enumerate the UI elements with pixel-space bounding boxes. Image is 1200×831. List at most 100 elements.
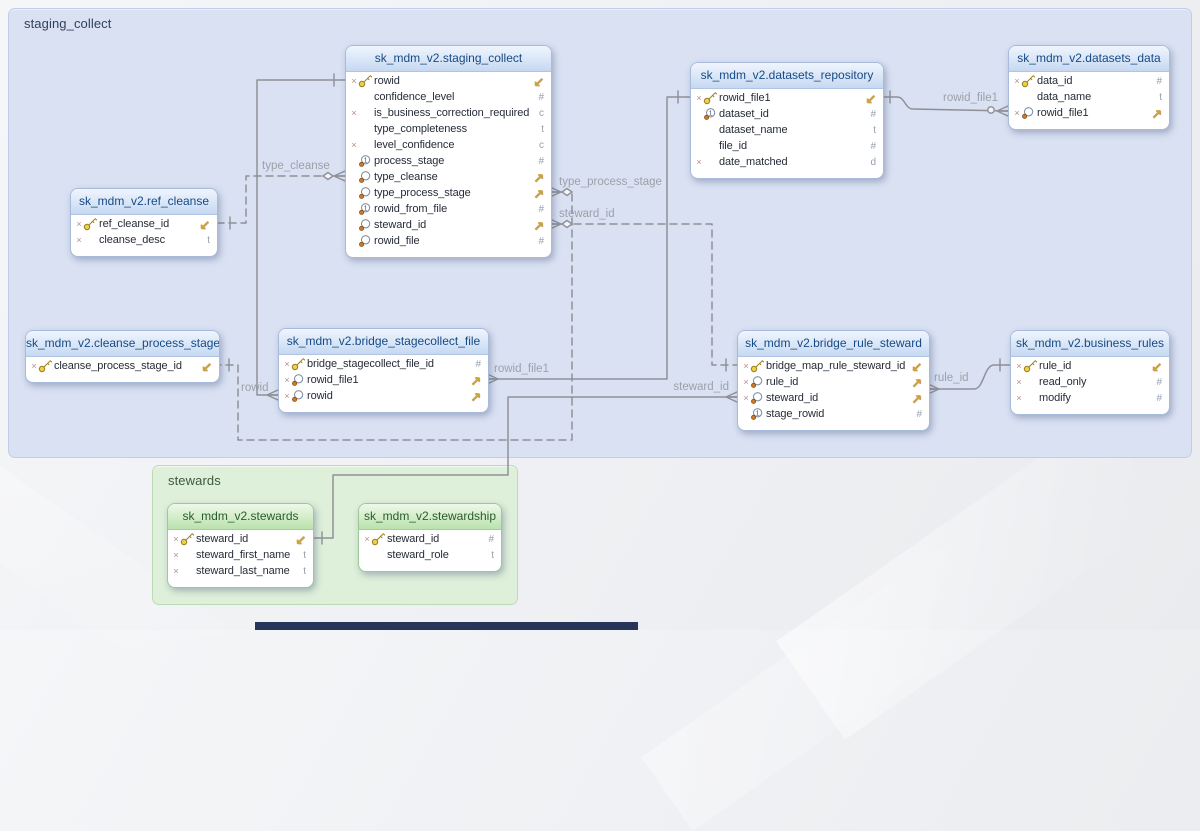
table-stewards[interactable]: sk_mdm_v2.stewards × steward_id ↙×steward_f… (167, 503, 314, 588)
no-icon (1021, 90, 1037, 104)
column-row[interactable]: rowid_file# (346, 233, 551, 249)
table-staging_collect[interactable]: sk_mdm_v2.staging_collect×rowid↙confiden… (345, 45, 552, 258)
column-row[interactable]: ×bridge_stagecollect_file_id# (279, 356, 488, 372)
table-stewardship[interactable]: sk_mdm_v2.stewardship×steward_id#steward… (358, 503, 502, 572)
table-title[interactable]: sk_mdm_v2.stewardship (359, 504, 501, 530)
bottom-edge-bar (255, 622, 638, 630)
table-title[interactable]: sk_mdm_v2.datasets_repository (691, 63, 883, 89)
table-bridge_stagecollect_file[interactable]: sk_mdm_v2.bridge_stagecollect_file×bridg… (278, 328, 489, 413)
column-row[interactable]: file_id # (691, 138, 883, 154)
column-row[interactable]: ×rowid_file1↗ (279, 372, 488, 388)
column-type: c (539, 139, 544, 151)
column-row[interactable]: type_cleanse↗ (346, 169, 551, 185)
table-title[interactable]: sk_mdm_v2.bridge_rule_steward (738, 331, 929, 357)
table-title[interactable]: sk_mdm_v2.business_rules (1011, 331, 1169, 357)
column-name: file_id (719, 140, 748, 152)
fk-circle-icon (750, 375, 766, 389)
relationship-line[interactable] (311, 396, 738, 539)
column-type: # (870, 140, 876, 152)
column-type: t (541, 123, 544, 135)
diamond-marker (560, 187, 574, 197)
column-row[interactable]: ×read_only# (1011, 374, 1169, 390)
column-type: # (538, 235, 544, 247)
key-icon (38, 359, 54, 373)
column-row[interactable]: ×bridge_map_rule_steward_id↙ (738, 358, 929, 374)
column-row[interactable]: ×data_id# (1009, 73, 1169, 89)
table-title[interactable]: sk_mdm_v2.datasets_data (1009, 46, 1169, 72)
table-title[interactable]: sk_mdm_v2.stewards (168, 504, 313, 530)
svg-text:1: 1 (709, 110, 713, 117)
column-row[interactable]: ×ref_cleanse_id↙ (71, 216, 217, 232)
column-name: steward_role (387, 549, 449, 561)
table-datasets_data[interactable]: sk_mdm_v2.datasets_data×data_id#data_nam… (1008, 45, 1170, 130)
fk-arrow-icon: ↗ (470, 388, 481, 404)
relationship-line[interactable] (215, 175, 346, 224)
table-title[interactable]: sk_mdm_v2.bridge_stagecollect_file (279, 329, 488, 355)
fk-circle-icon (291, 373, 307, 387)
column-row[interactable]: ×rowid_file1↙ (691, 90, 883, 106)
column-type: # (1156, 392, 1162, 404)
crow-foot-marker (333, 170, 346, 182)
column-row[interactable]: ×rowid_file1↗ (1009, 105, 1169, 121)
relationship-line[interactable] (549, 223, 738, 366)
not-null-mark: × (76, 218, 82, 229)
column-row[interactable]: ×steward_id↗ (738, 390, 929, 406)
no-icon (703, 155, 719, 169)
no-icon (180, 548, 196, 562)
table-datasets_repository[interactable]: sk_mdm_v2.datasets_repository×rowid_file… (690, 62, 884, 179)
column-row[interactable]: ×rowid↙ (346, 73, 551, 89)
column-type: # (475, 358, 481, 370)
column-name: dataset_id (719, 108, 769, 120)
relationship-label: rule_id (934, 372, 969, 384)
svg-text:1: 1 (364, 205, 368, 212)
table-title[interactable]: sk_mdm_v2.staging_collect (346, 46, 551, 72)
column-name: rowid_file1 (1037, 107, 1089, 119)
relationship-line[interactable] (881, 96, 1009, 112)
column-row[interactable]: steward_id↗ (346, 217, 551, 233)
column-row[interactable]: confidence_level# (346, 89, 551, 105)
column-name: steward_id (196, 533, 249, 545)
key-icon (1023, 359, 1039, 373)
pk-arrow-icon: ↙ (295, 531, 306, 547)
column-name: rowid_file1 (307, 374, 359, 386)
pk-arrow-icon: ↙ (911, 358, 922, 374)
column-row[interactable]: ×rowid↗ (279, 388, 488, 404)
column-row[interactable]: ×steward_id↙ (168, 531, 313, 547)
no-icon (358, 122, 374, 136)
diamond-marker (321, 171, 335, 181)
fk-circle-icon (358, 218, 374, 232)
table-title[interactable]: sk_mdm_v2.ref_cleanse (71, 189, 217, 215)
not-null-mark: × (173, 549, 179, 560)
fk-arrow-icon: ↗ (911, 390, 922, 406)
key-icon (371, 532, 387, 546)
key-icon (358, 74, 374, 88)
table-bridge_rule_steward[interactable]: sk_mdm_v2.bridge_rule_steward×bridge_map… (737, 330, 930, 431)
pk-arrow-icon: ↙ (201, 358, 212, 374)
column-row[interactable]: type_process_stage↗ (346, 185, 551, 201)
column-row[interactable]: ×steward_id# (359, 531, 501, 547)
column-row[interactable]: ×cleanse_process_stage_id↙ (26, 358, 219, 374)
table-ref_cleanse[interactable]: sk_mdm_v2.ref_cleanse×ref_cleanse_id↙×cl… (70, 188, 218, 257)
no-icon (358, 90, 374, 104)
column-row[interactable]: ×modify# (1011, 390, 1169, 406)
column-name: bridge_map_rule_steward_id (766, 360, 906, 372)
column-row[interactable]: ×rule_id↙ (1011, 358, 1169, 374)
table-business_rules[interactable]: sk_mdm_v2.business_rules×rule_id↙×read_o… (1010, 330, 1170, 415)
table-cleanse_process_stage[interactable]: sk_mdm_v2.cleanse_process_stage×cleanse_… (25, 330, 220, 383)
table-title[interactable]: sk_mdm_v2.cleanse_process_stage (26, 331, 219, 357)
column-row[interactable]: ×rule_id↗ (738, 374, 929, 390)
